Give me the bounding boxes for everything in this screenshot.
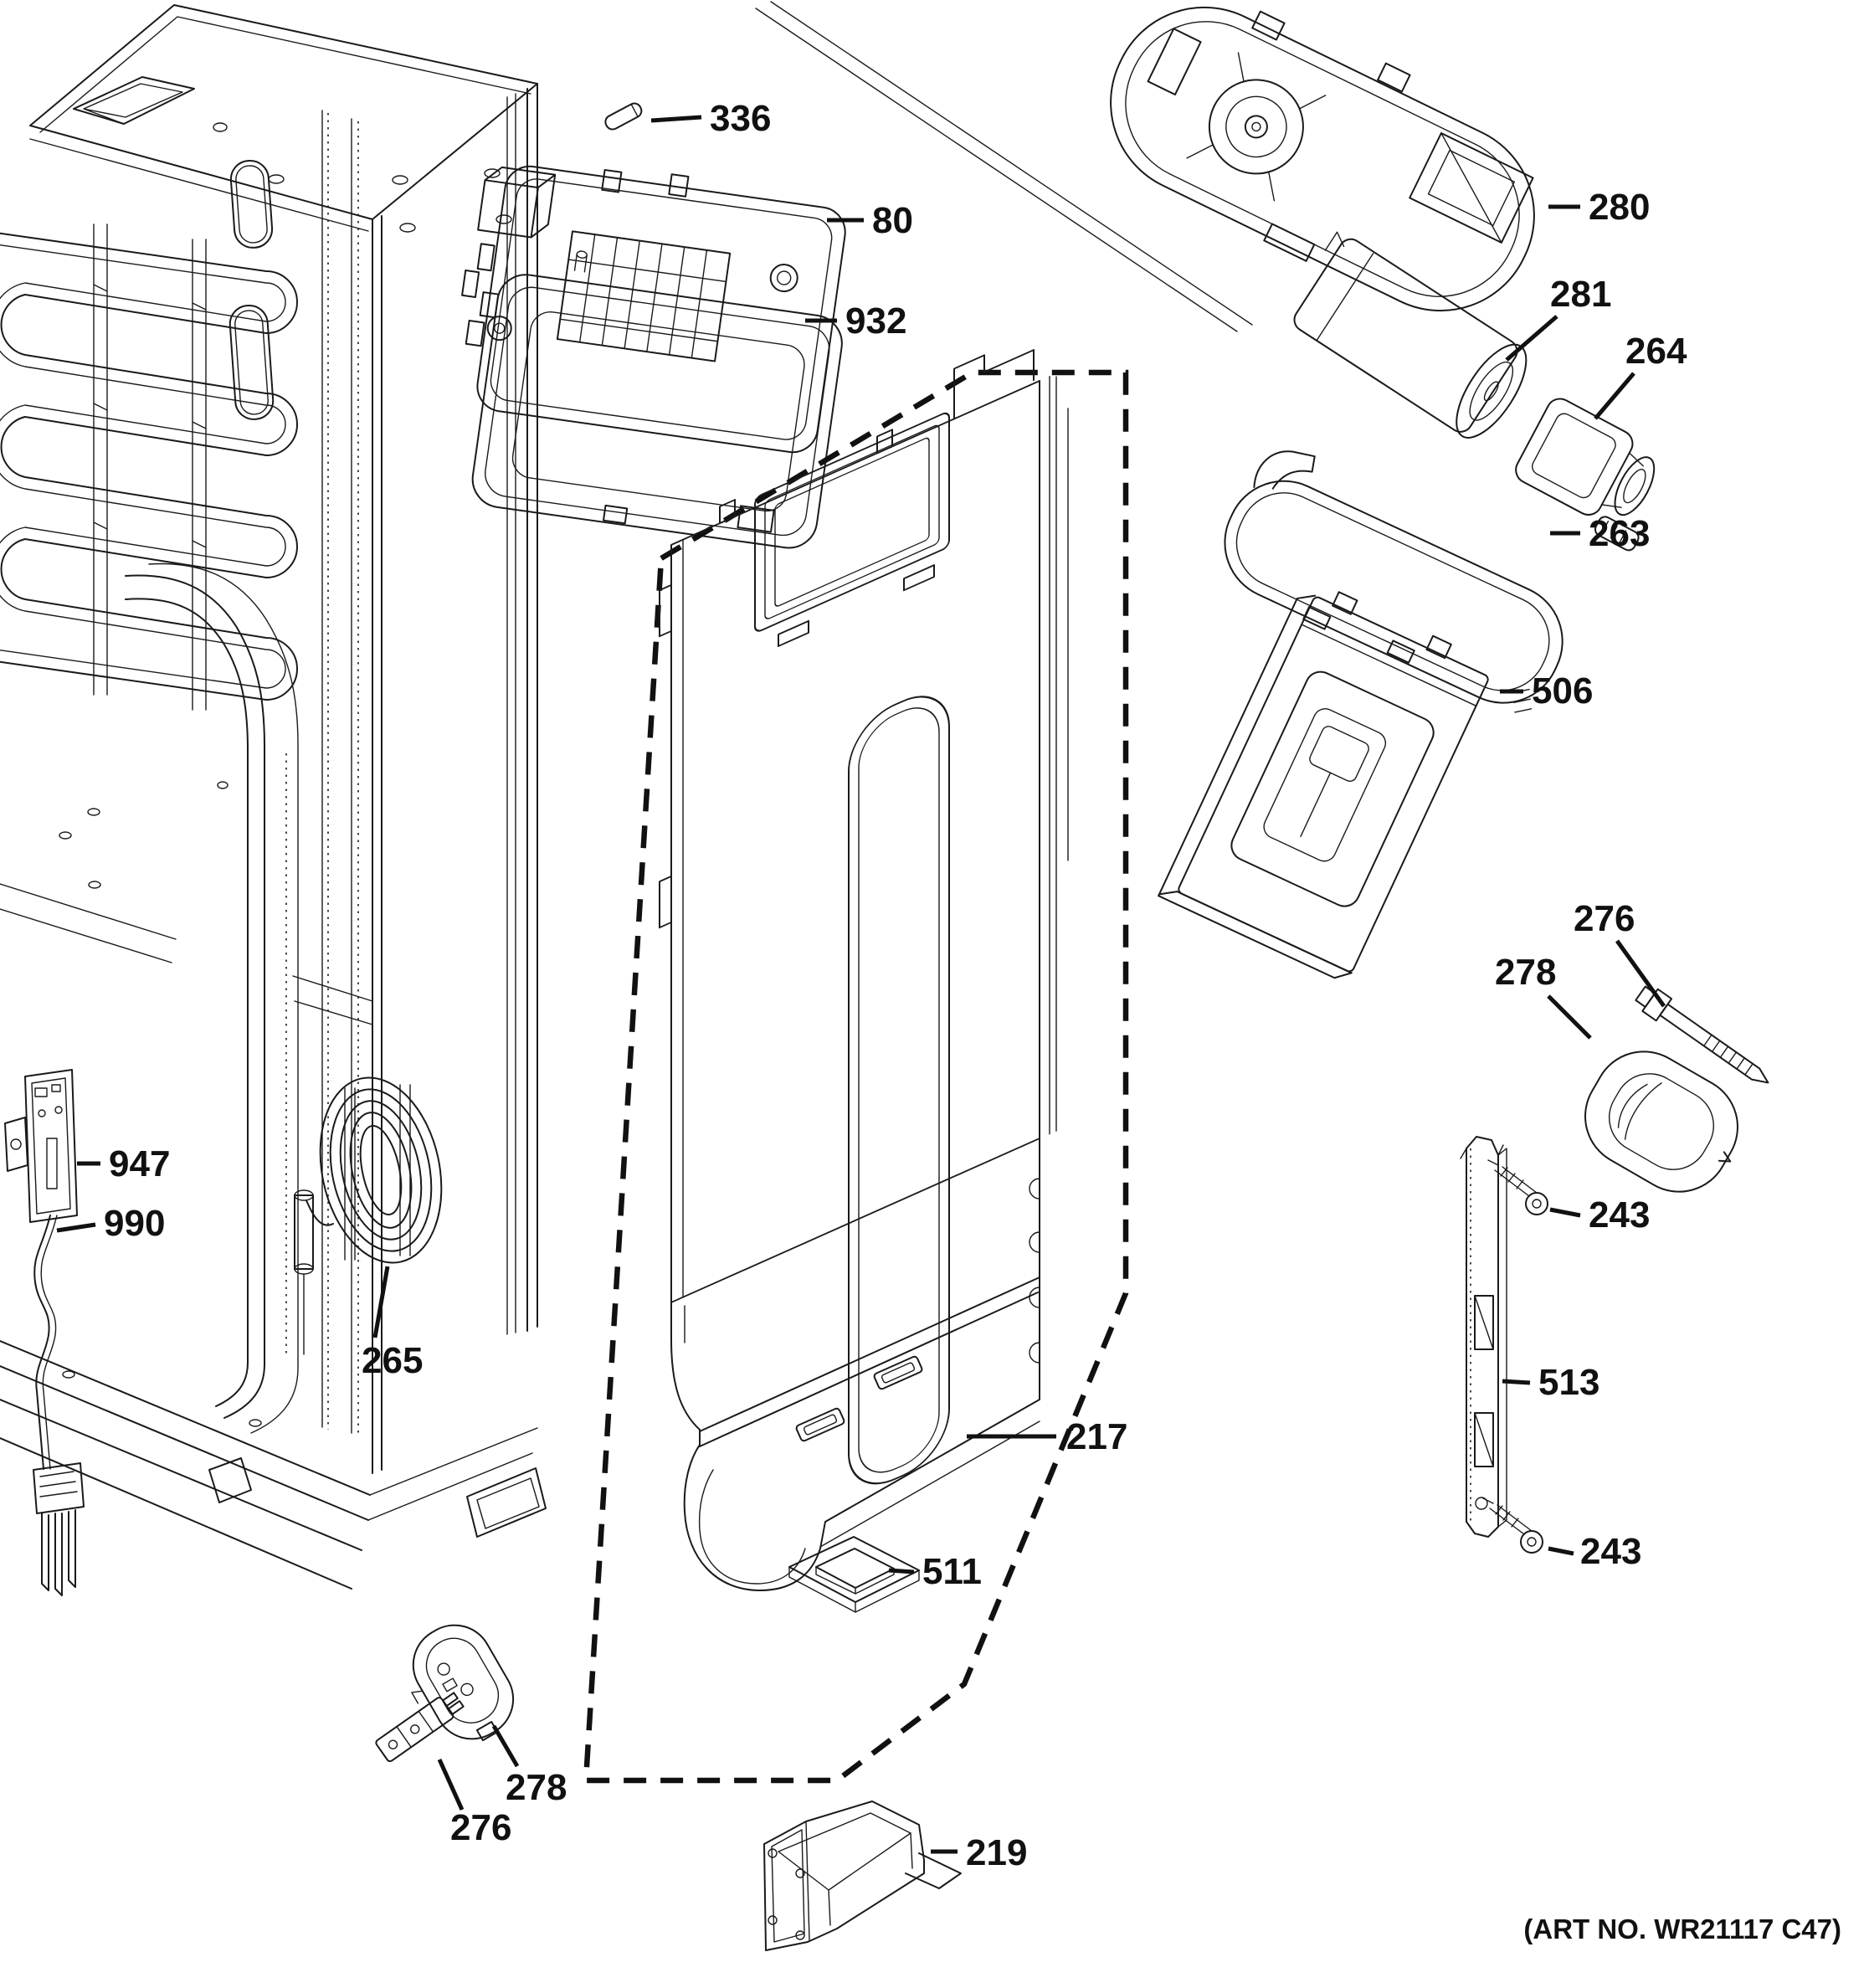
part-990-wire-harness	[33, 1215, 85, 1596]
water-tube-lines	[755, 1, 1253, 332]
art-number: (ART NO. WR21117 C47)	[1523, 1914, 1841, 1944]
callout-label-263: 263	[1589, 513, 1650, 554]
part-278-upper-bezel	[1584, 1051, 1738, 1193]
callout-label-947: 947	[109, 1143, 170, 1184]
cabinet-duct-channel	[125, 562, 299, 1434]
callout-labels: 336 80 932 280 281 264 263 506 276 278 2…	[104, 98, 1687, 1873]
part-276-upper-screw	[1635, 985, 1769, 1084]
callout-label-278-upper: 278	[1495, 952, 1556, 993]
part-80-cover-plate	[461, 165, 846, 454]
callout-label-219: 219	[966, 1832, 1027, 1873]
callout-label-990: 990	[104, 1203, 165, 1244]
callout-label-243-lower: 243	[1580, 1531, 1641, 1572]
callout-label-264: 264	[1625, 331, 1687, 372]
callout-leaders	[56, 115, 1666, 1854]
part-263-filter-cover	[1224, 450, 1563, 713]
part-265-condenser-coil	[294, 1076, 443, 1355]
callout-label-80: 80	[872, 200, 913, 241]
callout-label-336: 336	[710, 98, 771, 139]
part-219-duct-pan	[763, 1801, 962, 1951]
cabinet-evaporator-coil	[0, 223, 298, 711]
callout-label-506: 506	[1532, 670, 1593, 711]
cabinet-base	[0, 1340, 547, 1590]
part-243-upper-screw	[1487, 1159, 1548, 1215]
callout-label-276-upper: 276	[1574, 898, 1635, 939]
callout-label-932: 932	[845, 301, 906, 342]
callout-label-281: 281	[1550, 274, 1611, 315]
part-243-lower-screw	[1482, 1497, 1543, 1554]
part-932-cover-tray	[465, 274, 843, 549]
part-506-water-tank	[1158, 591, 1489, 979]
part-336-pin	[604, 102, 643, 131]
back-panel-holes	[59, 781, 262, 1427]
section-boundary-dashed	[583, 369, 1129, 1784]
part-947-control-board	[4, 1069, 78, 1223]
cabinet-mullion-rail	[0, 883, 373, 1025]
callout-label-278-lower: 278	[506, 1767, 567, 1808]
callout-label-265: 265	[362, 1340, 423, 1381]
back-panel-slots	[228, 160, 275, 420]
callout-label-217: 217	[1066, 1416, 1127, 1457]
callout-label-243-upper: 243	[1589, 1194, 1650, 1235]
part-217-evaporator-cover	[659, 349, 1069, 1591]
cabinet-rear-view	[0, 4, 547, 1590]
part-276-lower-sensor-board	[375, 1692, 465, 1763]
callout-label-280: 280	[1589, 187, 1650, 228]
callout-label-511: 511	[922, 1551, 982, 1592]
callout-label-513: 513	[1538, 1362, 1599, 1403]
part-513-rail	[1460, 1136, 1507, 1538]
part-280-fan-shroud	[1110, 6, 1535, 312]
callout-label-276-lower: 276	[450, 1807, 511, 1848]
